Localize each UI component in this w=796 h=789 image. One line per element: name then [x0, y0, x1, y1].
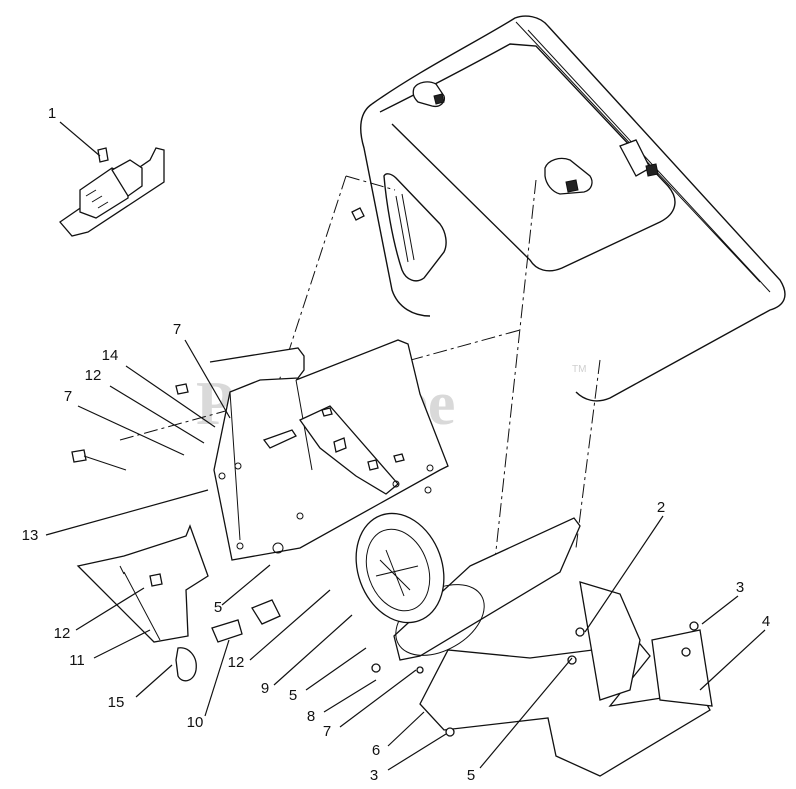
callout-c12a: 12: [85, 367, 102, 384]
callout-c5c: 5: [467, 767, 475, 784]
mounting-panel: [71, 339, 449, 561]
leader-line-c5b: [305, 647, 367, 691]
callout-c4: 4: [762, 613, 770, 630]
callout-c6: 6: [372, 742, 380, 759]
leader-line-c6: [387, 711, 425, 747]
leader-line-c7c: [339, 669, 417, 728]
callout-c7a: 7: [173, 321, 181, 338]
hood-assembly: [351, 15, 786, 402]
callout-c5a: 5: [214, 599, 222, 616]
left-shield: [76, 524, 209, 682]
leader-line-c11: [93, 629, 151, 659]
leader-line-c3b: [387, 733, 447, 771]
lower-brackets: [371, 581, 713, 777]
watermark-tm: TM: [572, 364, 586, 375]
leader-line-c5a: [221, 564, 271, 606]
callout-c8: 8: [307, 708, 315, 725]
leader-line-c5c: [479, 657, 573, 769]
leader-line-c7b: [77, 405, 185, 456]
leader-line-c9: [273, 614, 353, 686]
callout-c11: 11: [69, 652, 85, 669]
callout-c9: 9: [261, 680, 269, 697]
callout-c15: 15: [108, 694, 125, 711]
callout-c5b: 5: [289, 687, 297, 704]
callout-c12b: 12: [54, 625, 71, 642]
leader-line-c1: [59, 121, 101, 157]
callout-c14: 14: [102, 347, 119, 364]
leader-line-c2: [584, 515, 664, 633]
callout-c12c: 12: [228, 654, 245, 671]
leader-line-c12b: [75, 587, 145, 631]
fan-assembly: [211, 512, 581, 661]
callout-c13: 13: [22, 527, 39, 544]
callout-c1: 1: [48, 105, 56, 122]
leader-line-c7a: [184, 339, 231, 419]
leader-line-c4: [699, 629, 766, 691]
callout-c7b: 7: [64, 388, 72, 405]
leader-line-c3a: [701, 595, 739, 625]
callout-c10: 10: [187, 714, 204, 731]
leader-line-c15: [135, 664, 173, 698]
leader-line-c8: [323, 679, 377, 713]
callout-c7c: 7: [323, 723, 331, 740]
leader-line-c10: [204, 639, 230, 717]
callout-c3a: 3: [736, 579, 744, 596]
leader-line-c14: [125, 365, 216, 428]
callout-c2: 2: [657, 499, 665, 516]
leader-line-c12a: [109, 385, 205, 444]
callout-c3b: 3: [370, 767, 378, 784]
relay-bracket: [59, 147, 165, 237]
leader-line-c13: [45, 489, 209, 536]
leader-line-c12c: [249, 589, 331, 661]
